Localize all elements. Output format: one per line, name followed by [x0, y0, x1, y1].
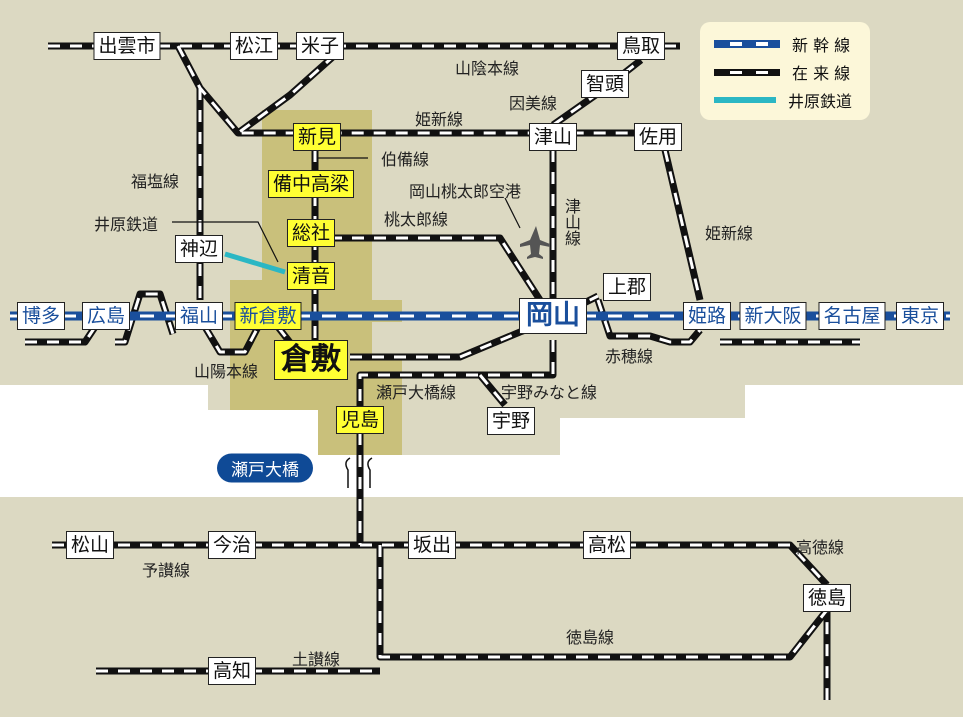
airplane-icon [520, 226, 550, 259]
label-hakubi-line: 伯備線 [380, 150, 430, 169]
station-yonago[interactable]: 米子 [295, 32, 345, 60]
airport-leader [504, 197, 521, 229]
label-sanyo-line: 山陽本線 [193, 362, 259, 381]
station-kamigori[interactable]: 上郡 [602, 273, 652, 301]
station-nagoya[interactable]: 名古屋 [818, 302, 886, 330]
label-ibara-railway: 井原鉄道 [93, 215, 159, 234]
label-tsuyama-line: 津山線 [562, 198, 581, 246]
station-himeji[interactable]: 姫路 [682, 302, 732, 330]
station-hiroshima[interactable]: 広島 [81, 302, 131, 330]
label-momotaro-line: 桃太郎線 [383, 210, 449, 229]
station-sayo[interactable]: 佐用 [633, 123, 683, 151]
legend: 新 幹 線 在 来 線 井原鉄道 [700, 22, 870, 120]
ibara-line [224, 251, 286, 275]
shinkansen-swatch-icon [714, 40, 780, 48]
station-kiyone[interactable]: 清音 [286, 262, 336, 290]
station-izumoshi[interactable]: 出雲市 [93, 32, 161, 60]
legend-conventional-label: 在 来 線 [792, 64, 851, 83]
ibara-leader [172, 221, 279, 263]
label-kishin-line: 姫新線 [414, 110, 464, 129]
station-tokushima[interactable]: 徳島 [802, 584, 852, 612]
station-chizu[interactable]: 智頭 [580, 70, 630, 98]
station-tokyo[interactable]: 東京 [895, 302, 945, 330]
label-yosan-line: 予讃線 [141, 561, 191, 580]
station-soja[interactable]: 総社 [286, 219, 336, 247]
label-sanin-line: 山陰本線 [454, 59, 520, 78]
station-fukuyama[interactable]: 福山 [174, 302, 224, 330]
station-shin-kurashiki[interactable]: 新倉敷 [234, 302, 302, 330]
label-ako-line: 赤穂線 [604, 347, 654, 366]
station-kannabe[interactable]: 神辺 [174, 235, 224, 263]
legend-shinkansen: 新 幹 線 [700, 32, 850, 56]
station-uno[interactable]: 宇野 [486, 407, 536, 435]
station-okayama[interactable]: 岡山 [519, 298, 587, 334]
station-bitchu-takahashi[interactable]: 備中高梁 [267, 170, 355, 198]
station-tottori[interactable]: 鳥取 [616, 32, 666, 60]
legend-shinkansen-label: 新 幹 線 [792, 36, 851, 55]
station-tsuyama[interactable]: 津山 [528, 123, 578, 151]
label-inbi-line: 因美線 [508, 94, 558, 113]
station-hakata[interactable]: 博多 [16, 302, 66, 330]
ibara-swatch-icon [714, 97, 776, 103]
legend-conventional: 在 来 線 [700, 60, 850, 84]
station-kochi[interactable]: 高知 [207, 657, 257, 685]
label-fukuen-line: 福塩線 [130, 172, 180, 191]
station-matsue[interactable]: 松江 [229, 32, 279, 60]
label-kotoku-line: 高徳線 [795, 538, 845, 557]
label-uno-minato-line: 宇野みなと線 [500, 383, 598, 402]
label-dosan-line: 土讃線 [291, 650, 341, 669]
label-tokushima-line: 徳島線 [565, 628, 615, 647]
station-kojima[interactable]: 児島 [335, 406, 385, 434]
legend-ibara-label: 井原鉄道 [788, 92, 853, 111]
legend-ibara: 井原鉄道 [700, 88, 852, 112]
station-imabari[interactable]: 今治 [207, 531, 257, 559]
label-kishin-line-east: 姫新線 [704, 224, 754, 243]
station-takamatsu[interactable]: 高松 [582, 531, 632, 559]
conventional-swatch-icon [714, 68, 780, 76]
seto-ohashi-bridge-callout: 瀬戸大橋 [217, 453, 313, 483]
station-niimi[interactable]: 新見 [292, 123, 342, 151]
station-sakaide[interactable]: 坂出 [407, 531, 457, 559]
station-kurashiki[interactable]: 倉敷 [274, 340, 348, 380]
label-airport: 岡山桃太郎空港 [408, 182, 522, 201]
station-shin-osaka[interactable]: 新大阪 [739, 302, 807, 330]
label-seto-ohashi-line: 瀬戸大橋線 [375, 383, 457, 402]
station-matsuyama[interactable]: 松山 [65, 531, 115, 559]
bridge-marks [345, 457, 373, 488]
